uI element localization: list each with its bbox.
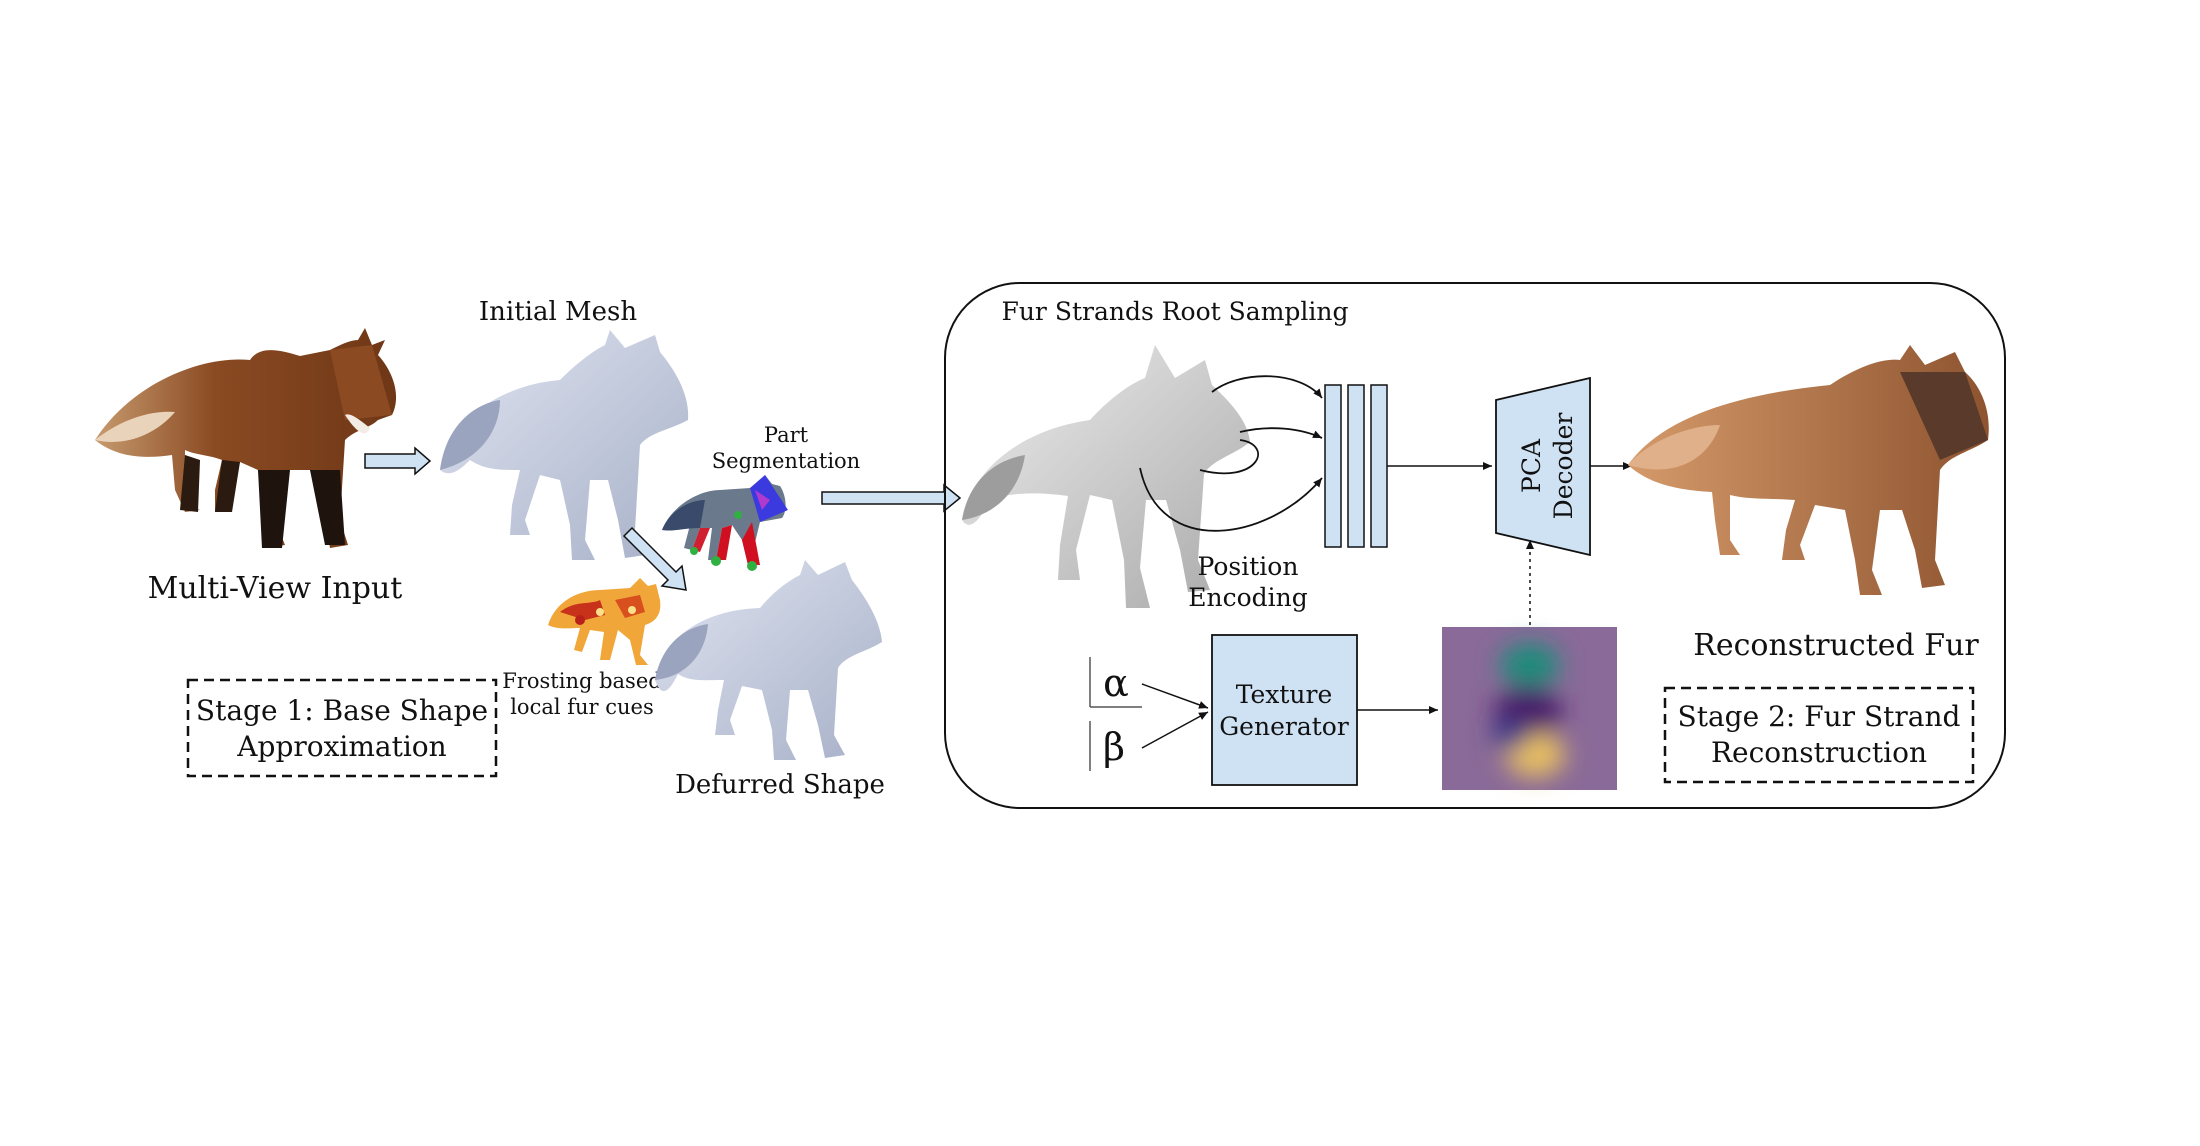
feature-block-1 — [1324, 384, 1342, 548]
position-encoding-label-2: Encoding — [1188, 583, 1308, 612]
feature-block-2 — [1347, 384, 1365, 548]
frosting-label-2: local fur cues — [510, 695, 654, 719]
arrow-stage1-to-stage2 — [821, 483, 962, 513]
position-encoding-label-1: Position — [1198, 552, 1299, 581]
frosting-fur-cues-image — [548, 578, 661, 665]
multi-view-input-fox-image — [95, 328, 397, 548]
defurred-shape-image — [655, 560, 882, 760]
part-segmentation-image — [662, 475, 788, 571]
part-segmentation-label-1: Part — [764, 423, 809, 447]
beta-symbol: β — [1103, 725, 1125, 769]
frosting-label-1: Frosting based — [502, 669, 661, 693]
stage1-label-2: Approximation — [236, 730, 446, 763]
fur-root-sampling-label: Fur Strands Root Sampling — [1001, 297, 1348, 326]
pca-decoder-label-1: PCA — [1517, 438, 1546, 493]
stage2-box — [1663, 686, 1975, 784]
stage2-label-1: Stage 2: Fur Strand — [1678, 700, 1961, 733]
reconstructed-fur-label: Reconstructed Fur — [1693, 628, 1979, 663]
position-encoding-curves — [1139, 375, 1323, 532]
arrow-mesh-to-defurred — [622, 526, 687, 591]
initial-mesh-label: Initial Mesh — [479, 297, 638, 327]
generated-texture-image — [1442, 627, 1617, 790]
arrow-beta-to-generator — [1141, 711, 1209, 749]
root-sampling-mesh-image — [962, 345, 1250, 608]
stage1-label-1: Stage 1: Base Shape — [196, 694, 488, 727]
pca-decoder-label-2: Decoder — [1549, 413, 1578, 520]
reconstructed-fur-image — [1628, 345, 1989, 595]
texture-generator-label-2: Generator — [1219, 712, 1349, 741]
alpha-symbol: α — [1103, 661, 1129, 705]
part-segmentation-label-2: Segmentation — [712, 449, 860, 473]
stage1-box — [186, 678, 498, 778]
stage2-label-2: Reconstruction — [1711, 736, 1927, 769]
initial-mesh-image — [440, 330, 689, 560]
texture-generator-block — [1211, 634, 1358, 786]
feature-block-3 — [1370, 384, 1388, 548]
defurred-shape-label: Defurred Shape — [675, 770, 885, 800]
stage2-panel — [944, 282, 2006, 809]
arrow-input-to-mesh — [364, 446, 432, 476]
texture-generator-label-1: Texture — [1236, 680, 1333, 709]
multi-view-input-label: Multi-View Input — [148, 571, 403, 606]
alpha-input: α — [1089, 657, 1142, 708]
arrow-alpha-to-generator — [1141, 683, 1209, 709]
pca-decoder-block — [1495, 376, 1591, 557]
beta-input: β — [1089, 721, 1125, 771]
